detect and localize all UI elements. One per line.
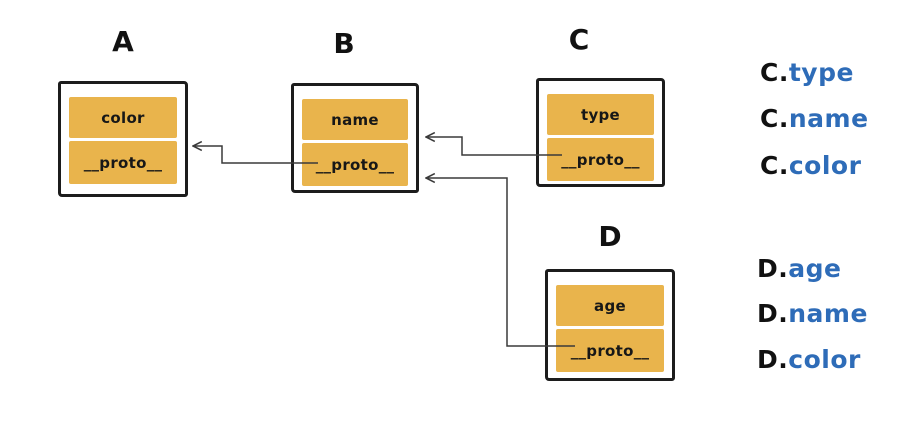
lookup-c-name: C.name: [760, 106, 869, 131]
object-label-a: A: [112, 25, 134, 58]
field-cell-type: type: [547, 94, 654, 135]
field-cell-name: name: [302, 99, 408, 140]
object-box-c: type __proto__: [536, 78, 665, 187]
lookup-property: type: [788, 58, 854, 87]
object-box-d: age __proto__: [545, 269, 675, 381]
lookup-d-name: D.name: [757, 301, 868, 326]
object-box-b: name __proto__: [291, 83, 419, 193]
lookup-object: D.: [757, 299, 789, 328]
lookup-object: C.: [760, 104, 789, 133]
lookup-c-color: C.color: [760, 153, 861, 178]
lookup-c-type: C.type: [760, 60, 854, 85]
lookup-property: color: [788, 345, 861, 374]
lookup-d-color: D.color: [757, 347, 861, 372]
field-cell-age: age: [556, 285, 664, 326]
lookup-object: C.: [760, 151, 789, 180]
proto-cell-c: __proto__: [547, 138, 654, 181]
lookup-object: D.: [757, 254, 789, 283]
lookup-property: age: [788, 254, 842, 283]
lookup-d-age: D.age: [757, 256, 841, 281]
field-cell-color: color: [69, 97, 177, 138]
proto-cell-d: __proto__: [556, 329, 664, 372]
object-box-a: color __proto__: [58, 81, 188, 197]
proto-cell-b: __proto__: [302, 143, 408, 186]
lookup-property: name: [788, 299, 868, 328]
object-label-d: D: [598, 220, 622, 253]
lookup-object: C.: [760, 58, 789, 87]
object-label-b: B: [333, 27, 355, 60]
object-label-c: C: [568, 23, 590, 56]
lookup-object: D.: [757, 345, 789, 374]
lookup-property: name: [788, 104, 869, 133]
lookup-property: color: [788, 151, 862, 180]
proto-cell-a: __proto__: [69, 141, 177, 184]
